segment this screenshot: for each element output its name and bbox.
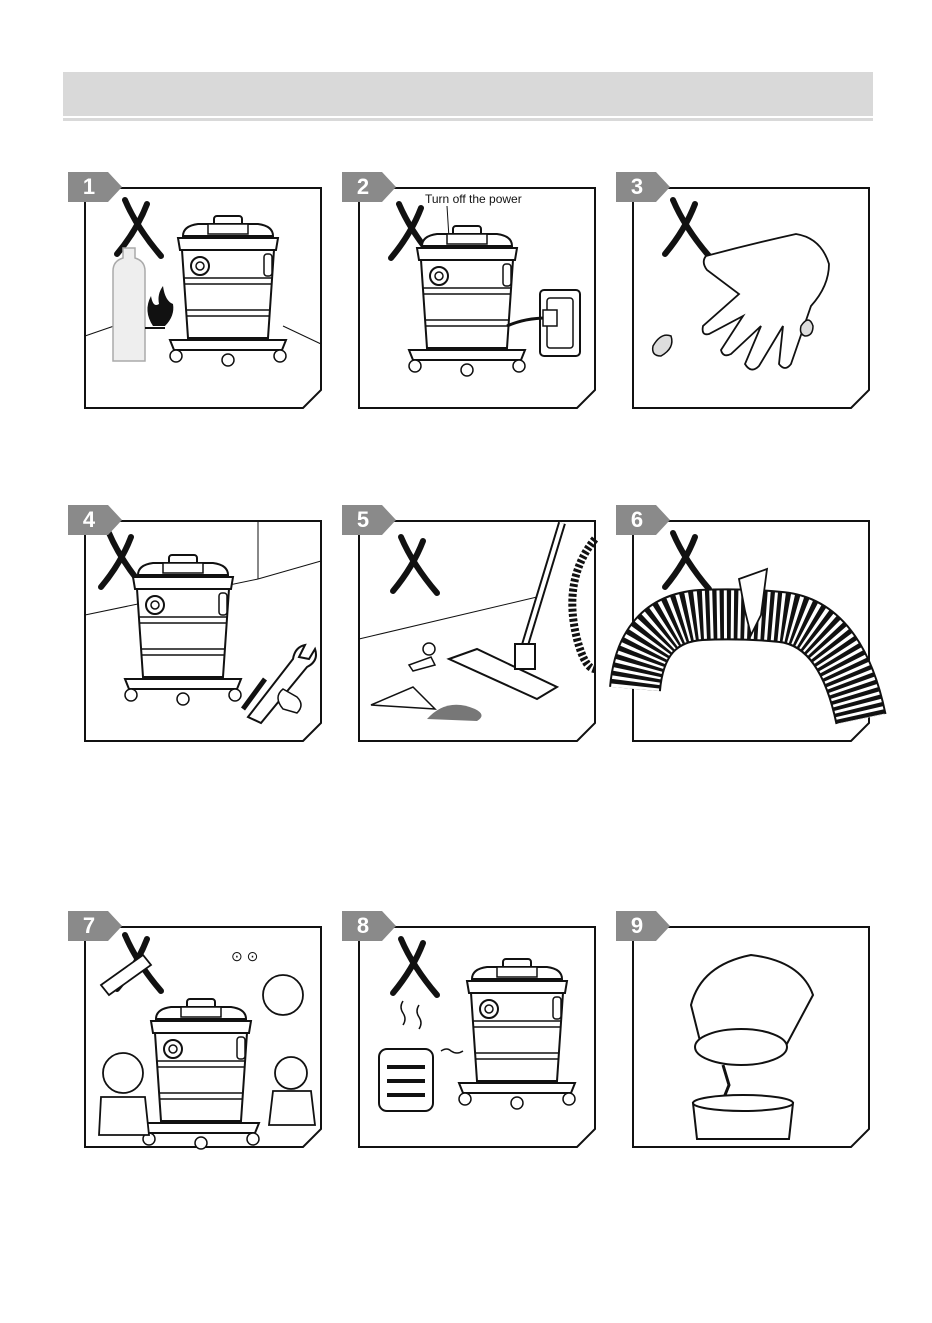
- panel-number: 1: [71, 173, 107, 201]
- prohibited-icon: [393, 939, 437, 995]
- panel-5-illustration: [357, 519, 597, 741]
- header-bar: [63, 72, 873, 116]
- wet-hand-icon: [703, 234, 829, 370]
- bottle-icon: [113, 248, 145, 361]
- svg-text:⊙ ⊙: ⊙ ⊙: [231, 948, 258, 964]
- prohibited-icon: [393, 537, 437, 593]
- panel-2-illustration: [357, 186, 597, 408]
- panel-8: 8: [357, 925, 597, 1147]
- panel-number: 5: [345, 506, 381, 534]
- panel-number: 8: [345, 912, 381, 940]
- child-icon: [275, 1057, 307, 1089]
- child-icon: [263, 975, 303, 1015]
- panel-number: 9: [619, 912, 655, 940]
- panel-6-illustration: [631, 519, 871, 741]
- panel-5: 5: [357, 519, 597, 741]
- debris-icon: [427, 705, 482, 721]
- panel-8-illustration: [357, 925, 597, 1147]
- panel-number: 2: [345, 173, 381, 201]
- glass-shard-icon: [371, 687, 435, 709]
- panel-3: 3: [631, 186, 871, 408]
- panel-caption: Turn off the power: [425, 192, 522, 206]
- wrench-icon: [248, 645, 316, 723]
- panel-3-illustration: [631, 186, 871, 408]
- panel-2: 2 Turn off the power: [357, 186, 597, 408]
- panel-number: 4: [71, 506, 107, 534]
- panel-number: 7: [71, 912, 107, 940]
- panel-1-illustration: [83, 186, 323, 408]
- panel-4-illustration: [83, 519, 323, 741]
- fire-icon: [147, 286, 173, 326]
- header-rule: [63, 118, 873, 121]
- water-drop-icon: [653, 335, 672, 356]
- panel-6: 6: [631, 519, 871, 741]
- panel-7: ⊙ ⊙ 7: [83, 925, 323, 1147]
- panel-number: 3: [619, 173, 655, 201]
- hose-icon: [572, 539, 595, 669]
- screw-icon: [409, 657, 435, 671]
- prohibited-icon: [665, 533, 709, 589]
- panel-9-illustration: [631, 925, 871, 1147]
- panel-1: 1: [83, 186, 323, 408]
- panel-9: 9: [631, 925, 871, 1147]
- floor-nozzle-icon: [449, 649, 557, 699]
- panel-7-illustration: ⊙ ⊙: [83, 925, 323, 1147]
- prohibited-icon: [665, 200, 709, 256]
- child-icon: [103, 1053, 143, 1093]
- panel-number: 6: [619, 506, 655, 534]
- panel-4: 4: [83, 519, 323, 741]
- screw-icon: [423, 643, 435, 655]
